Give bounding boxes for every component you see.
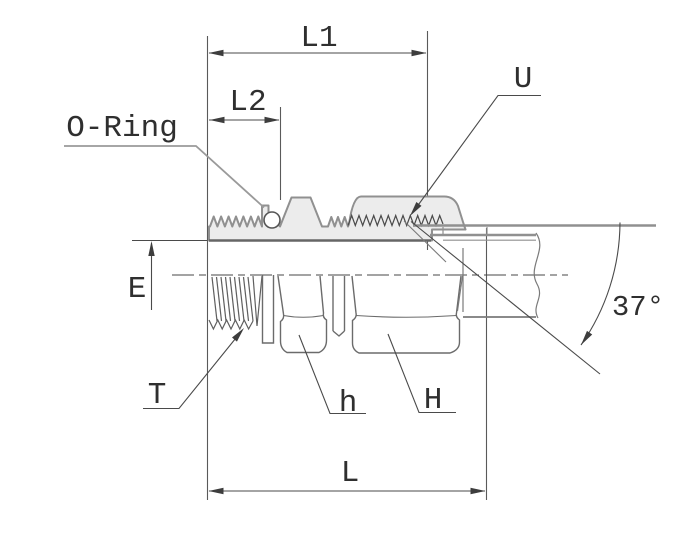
- dim-l2-label: L2: [229, 85, 266, 120]
- male-thread: [208, 275, 263, 331]
- collar: [261, 275, 275, 344]
- h-callout: h: [298, 334, 366, 421]
- arc-arrowhead: [581, 330, 593, 345]
- oring-callout: O-Ring: [64, 111, 265, 209]
- flare-inner-line: [403, 220, 447, 263]
- dimension-e: E: [128, 239, 207, 310]
- lower-half-view: [208, 232, 541, 354]
- tube-upper: [403, 220, 656, 263]
- dim-l-label: L: [341, 456, 360, 491]
- dimension-l1: L1: [208, 21, 427, 57]
- h-label: h: [339, 386, 358, 421]
- angle-arc: [580, 222, 621, 346]
- u-callout: U: [410, 62, 541, 216]
- tube-break-line: [533, 232, 541, 319]
- oring-label: O-Ring: [66, 111, 178, 146]
- dimension-l: L: [208, 456, 486, 495]
- fitting-body-section: [208, 195, 467, 242]
- dim-l1-label: L1: [300, 21, 337, 56]
- flare-angle: 37°: [410, 221, 664, 375]
- hex-H: [351, 248, 464, 354]
- oring-seal: [263, 211, 281, 229]
- dimension-l2: L2: [209, 85, 280, 124]
- t-label: T: [148, 378, 167, 413]
- H-callout: H: [387, 333, 456, 418]
- nut-thread-zigzag: [347, 213, 444, 228]
- neck: [332, 276, 346, 337]
- flare-angle-label: 37°: [612, 291, 664, 324]
- H-label: H: [424, 383, 443, 418]
- flare-angle-line: [410, 221, 601, 375]
- hex-h: [277, 275, 328, 354]
- u-label: U: [514, 62, 533, 97]
- t-callout: T: [143, 328, 244, 413]
- dim-e-label: E: [128, 272, 147, 307]
